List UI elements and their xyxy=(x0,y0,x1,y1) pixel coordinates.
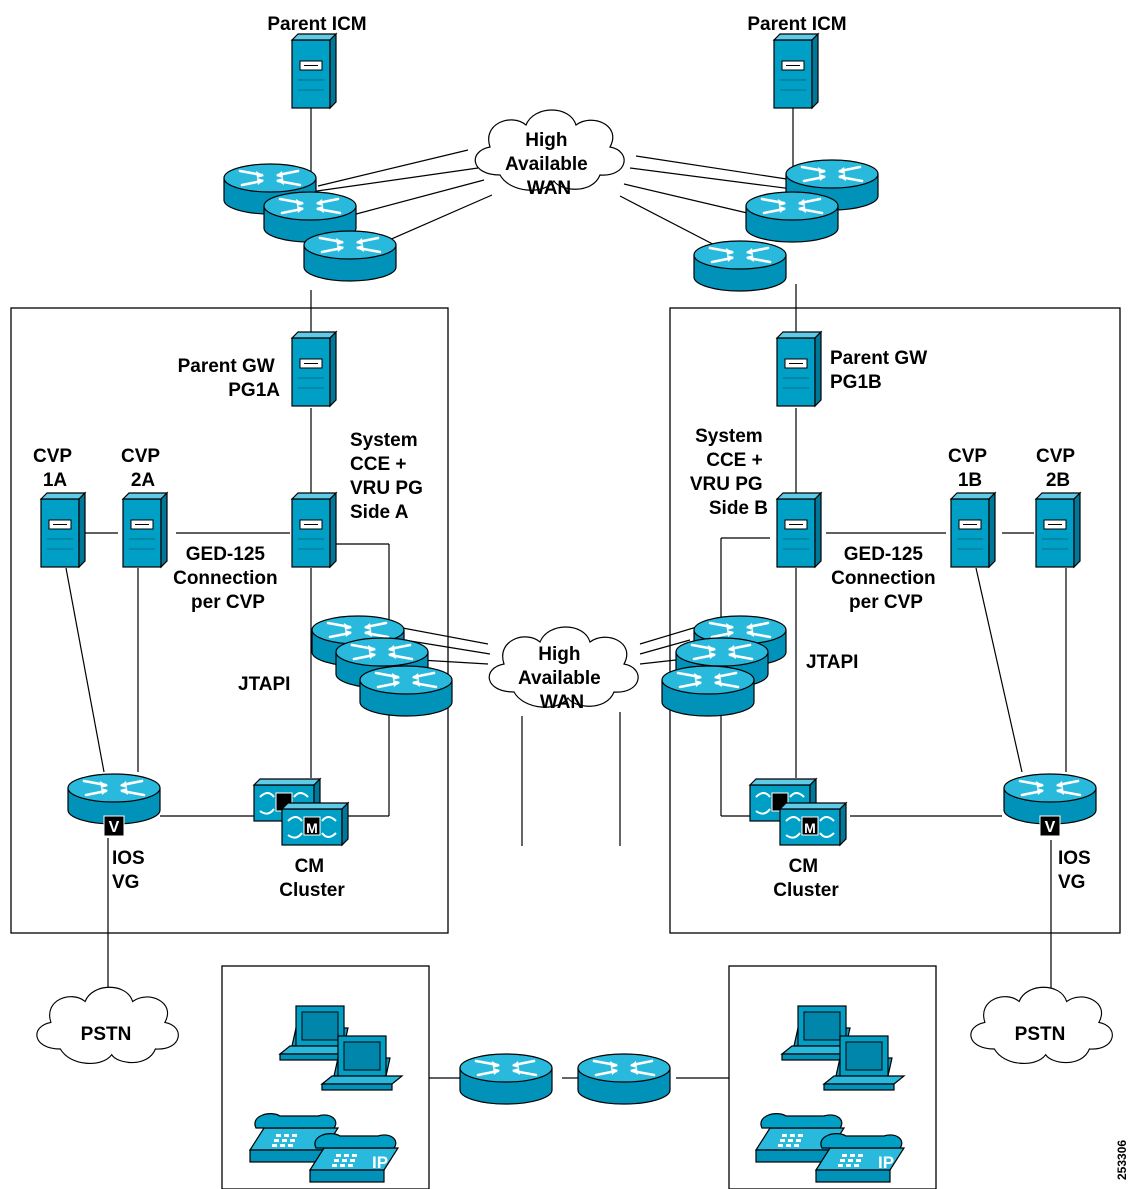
parent-gw-b-label: Parent GW PG1B xyxy=(830,348,932,393)
vg-glyph: V xyxy=(1045,819,1056,836)
system-a-server-icon xyxy=(291,492,337,568)
ged-a-label: GED-125 Connection per CVP xyxy=(173,544,283,613)
pstn-right-label: PSTN xyxy=(1015,1024,1066,1045)
figure-id-label: 253306 xyxy=(1115,1140,1129,1180)
system-b-server-icon xyxy=(776,492,822,568)
site-b-box xyxy=(669,307,1121,934)
vg-glyph: V xyxy=(109,819,120,836)
router-icon xyxy=(744,190,840,244)
cm-glyph: M xyxy=(306,820,318,836)
ip-phone-badge: IP xyxy=(372,1153,388,1172)
parent-icm-b-server-icon xyxy=(773,33,819,109)
parent-icm-left-label: Parent ICM xyxy=(267,14,366,35)
cvp-2b-label: CVP 2B xyxy=(1036,446,1080,491)
cvp-2b-server-icon xyxy=(1035,492,1081,568)
ip-phone-badge: IP xyxy=(878,1153,894,1172)
parent-gw-a-server-icon xyxy=(291,331,337,407)
cm-cluster-a-icon: M xyxy=(253,778,349,846)
cm-cluster-b-icon: M xyxy=(749,778,847,846)
parent-gw-a-label: Parent GW PG1A xyxy=(178,356,281,401)
ios-vg-a-icon: V xyxy=(66,772,162,837)
cvp-2a-label: CVP 2A xyxy=(121,446,165,491)
router-icon xyxy=(660,664,756,718)
pstn-left-label: PSTN xyxy=(81,1024,132,1045)
jtapi-b-label: JTAPI xyxy=(806,652,858,673)
ged-b-label: GED-125 Connection per CVP xyxy=(831,544,941,613)
ios-vg-b-label: IOS VG xyxy=(1058,848,1096,893)
site-a-box xyxy=(10,307,449,934)
router-icon xyxy=(302,229,398,283)
cvp-1b-server-icon xyxy=(950,492,996,568)
cvp-1b-label: CVP 1B xyxy=(948,446,992,491)
cvp-1a-server-icon xyxy=(40,492,86,568)
ios-vg-b-icon: V xyxy=(1002,772,1098,837)
wan-center-label: High Available WAN xyxy=(518,644,606,713)
system-b-label: System CCE + VRU PG Side B xyxy=(690,426,768,519)
parent-gw-b-server-icon xyxy=(776,331,822,407)
jtapi-a-label: JTAPI xyxy=(238,674,290,695)
ios-vg-a-label: IOS VG xyxy=(112,848,150,893)
router-icon xyxy=(576,1052,672,1106)
cvp-1a-label: CVP 1A xyxy=(33,446,77,491)
cm-cluster-a-label: CM Cluster xyxy=(279,856,345,901)
router-icon xyxy=(692,239,788,293)
parent-icm-a-server-icon xyxy=(291,33,337,109)
router-icon xyxy=(458,1052,554,1106)
parent-icm-right-label: Parent ICM xyxy=(747,14,846,35)
wan-top-label: High Available WAN xyxy=(505,130,593,199)
cm-cluster-b-label: CM Cluster xyxy=(773,856,839,901)
router-icon xyxy=(358,664,454,718)
cvp-2a-server-icon xyxy=(122,492,168,568)
cm-glyph: M xyxy=(804,820,816,836)
system-a-label: System CCE + VRU PG Side A xyxy=(350,430,428,523)
